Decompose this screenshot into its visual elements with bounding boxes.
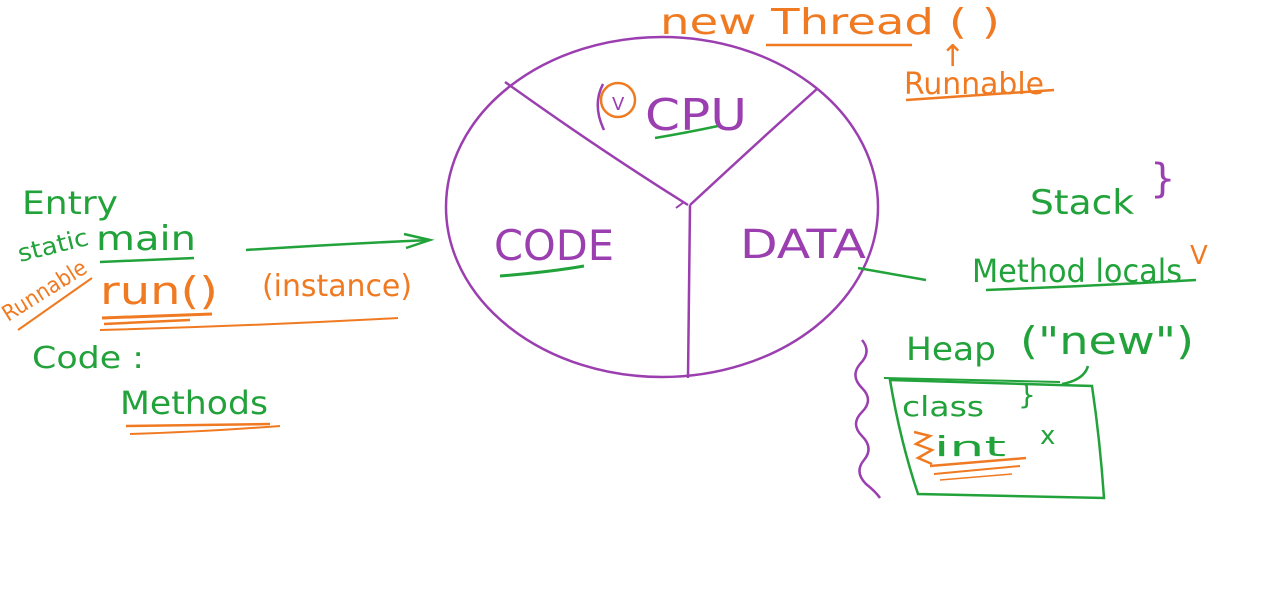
new-thread-label: new Thread ( ) — [660, 2, 1000, 43]
heap-label: Heap — [906, 330, 996, 368]
cpu-underline — [654, 124, 719, 140]
runnable-top-label: Runnable — [904, 67, 1044, 102]
int-squiggle — [913, 430, 935, 466]
heap-object-box — [888, 378, 1106, 500]
main-arrow-head — [403, 232, 435, 250]
methods-label: Methods — [120, 384, 268, 422]
runnable-left-label: Runnable — [0, 256, 92, 328]
up-arrow: ↑ — [940, 39, 965, 74]
code-label: CODE — [494, 221, 614, 270]
divider-bottom — [686, 204, 692, 379]
methods-underline-2 — [129, 425, 281, 435]
methods-underline-1 — [125, 422, 271, 428]
int-underline-1 — [929, 456, 1027, 468]
method-locals-mark: V — [1190, 241, 1208, 271]
new-paren-label: ("new") — [1020, 319, 1194, 363]
runnable-left-underline — [17, 277, 93, 331]
run-underline-1 — [101, 312, 213, 320]
heap-squiggle — [854, 339, 882, 499]
int-underline-3 — [939, 473, 1013, 481]
stack-brace: } — [1150, 156, 1175, 202]
process-circle — [444, 35, 880, 379]
divider-right — [689, 87, 819, 206]
heap-box-top-edge — [883, 377, 1061, 383]
int-label: int — [934, 430, 1006, 463]
cpu-core-circle — [599, 81, 637, 119]
method-locals-underline — [985, 278, 1197, 292]
divider-tick — [675, 201, 685, 209]
class-brace: } — [1018, 378, 1036, 411]
cpu-label: CPU — [645, 90, 747, 141]
heap-pointer-arrow — [1061, 365, 1090, 386]
method-locals-label: Method locals — [972, 252, 1182, 290]
cpu-bracket — [596, 83, 606, 131]
main-label: main — [96, 219, 196, 259]
data-pointer-line — [857, 266, 927, 282]
int-underline-2 — [933, 465, 1021, 475]
run-underline-2 — [103, 318, 191, 326]
cpu-v-label: V — [612, 94, 625, 115]
main-underline — [99, 256, 195, 264]
code-colon-label: Code : — [32, 341, 144, 376]
main-arrow-line — [245, 238, 431, 252]
stack-label: Stack — [1030, 183, 1134, 223]
data-label: DATA — [740, 222, 867, 268]
x-label: x — [1040, 421, 1055, 451]
code-underline — [499, 264, 585, 278]
instance-label: (instance) — [262, 269, 412, 304]
run-label: run() — [100, 269, 218, 313]
class-label: class — [902, 390, 984, 423]
entry-label: Entry — [22, 184, 118, 222]
runnable-top-underline — [905, 88, 1055, 102]
run-long-line — [99, 317, 399, 331]
divider-left — [504, 80, 689, 207]
